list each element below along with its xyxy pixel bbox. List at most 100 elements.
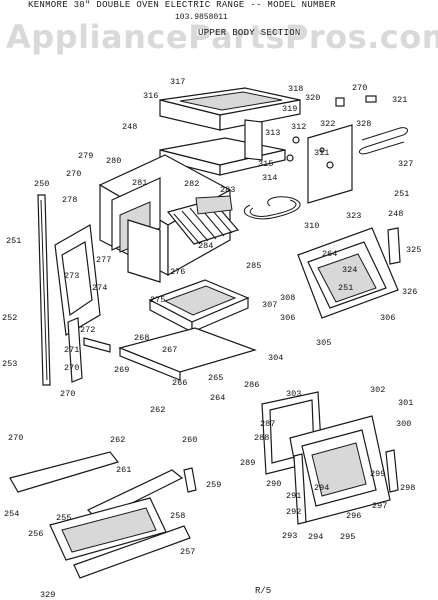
callout-273: 273 — [64, 271, 79, 281]
part-broil-element — [359, 127, 408, 155]
part-door-handle — [385, 449, 399, 493]
callout-290: 290 — [266, 479, 281, 489]
callout-259: 259 — [206, 480, 221, 490]
callout-313: 313 — [265, 128, 280, 138]
diagram-title: KENMORE 30" DOUBLE OVEN ELECTRIC RANGE -… — [28, 0, 336, 10]
callout-320: 320 — [305, 93, 320, 103]
part-small-bracket — [183, 467, 197, 493]
part-side-rail — [37, 194, 51, 386]
part-drawer-tray — [118, 327, 257, 381]
callout-264: 264 — [322, 249, 337, 259]
part-oven-liner-panel — [127, 219, 161, 283]
callout-285: 285 — [246, 261, 261, 271]
callout-319: 319 — [282, 104, 297, 114]
callout-270: 270 — [66, 169, 81, 179]
part-lower-door — [289, 415, 391, 525]
callout-274: 274 — [92, 283, 107, 293]
part-bake-element — [243, 196, 301, 220]
callout-300: 300 — [396, 419, 411, 429]
callout-310: 310 — [304, 221, 319, 231]
callout-299: 299 — [370, 469, 385, 479]
callout-296: 296 — [346, 511, 361, 521]
callout-314: 314 — [262, 173, 277, 183]
callout-280: 280 — [106, 156, 121, 166]
callout-318: 318 — [288, 84, 303, 94]
callout-272: 272 — [80, 325, 95, 335]
callout-316: 316 — [143, 91, 158, 101]
callout-306: 306 — [280, 313, 295, 323]
callout-257: 257 — [180, 547, 195, 557]
callout-286: 286 — [244, 380, 259, 390]
callout-304: 304 — [268, 353, 283, 363]
callout-306: 306 — [380, 313, 395, 323]
callout-292: 292 — [286, 507, 301, 517]
callout-256: 256 — [28, 529, 43, 539]
callout-329: 329 — [40, 590, 55, 600]
callout-248: 248 — [388, 209, 403, 219]
callout-250: 250 — [34, 179, 49, 189]
callout-261: 261 — [116, 465, 131, 475]
callout-312: 312 — [291, 122, 306, 132]
callout-265: 265 — [208, 373, 223, 383]
callout-262: 262 — [150, 405, 165, 415]
callout-276: 276 — [170, 267, 185, 277]
callout-302: 302 — [370, 385, 385, 395]
callout-317: 317 — [170, 77, 185, 87]
callout-283: 283 — [220, 185, 235, 195]
callout-305: 305 — [316, 338, 331, 348]
callout-251: 251 — [338, 283, 353, 293]
callout-264: 264 — [210, 393, 225, 403]
callout-293: 293 — [282, 531, 297, 541]
callout-297: 297 — [372, 501, 387, 511]
callout-248: 248 — [122, 122, 137, 132]
part-kick-plate — [73, 525, 191, 579]
part-trim-strip — [9, 451, 120, 493]
callout-278: 278 — [62, 195, 77, 205]
callout-252: 252 — [2, 313, 17, 323]
callout-303: 303 — [286, 389, 301, 399]
part-small-hardware — [286, 95, 377, 162]
callout-295: 295 — [340, 532, 355, 542]
callout-260: 260 — [182, 435, 197, 445]
callout-262: 262 — [110, 435, 125, 445]
part-oven-rack — [166, 195, 240, 245]
callout-251: 251 — [6, 236, 21, 246]
callout-307: 307 — [262, 300, 277, 310]
callout-325: 325 — [406, 245, 421, 255]
callout-294: 294 — [314, 483, 329, 493]
callout-277: 277 — [96, 255, 111, 265]
callout-311: 311 — [314, 148, 329, 158]
callout-270: 270 — [8, 433, 23, 443]
callout-322: 322 — [320, 119, 335, 129]
section-title: UPPER BODY SECTION — [198, 28, 301, 38]
callout-327: 327 — [398, 159, 413, 169]
part-bracket — [67, 317, 111, 383]
callout-324: 324 — [342, 265, 357, 275]
part-lower-oven-frame — [297, 227, 399, 319]
callout-275: 275 — [150, 295, 165, 305]
watermark: AppliancePartsPros.com — [6, 18, 438, 56]
callout-301: 301 — [398, 398, 413, 408]
part-rear-panel — [307, 124, 353, 204]
callout-279: 279 — [78, 151, 93, 161]
callout-291: 291 — [286, 491, 301, 501]
part-cooktop-frame — [159, 87, 301, 131]
part-broiler-pan — [148, 279, 250, 333]
part-side-panel — [54, 224, 101, 336]
callout-287: 287 — [260, 419, 275, 429]
model-number: 103.9858011 — [175, 13, 228, 22]
callout-269: 269 — [114, 365, 129, 375]
callout-270: 270 — [352, 83, 367, 93]
callout-315: 315 — [258, 159, 273, 169]
callout-284: 284 — [198, 241, 213, 251]
part-oven-top — [159, 119, 286, 176]
callout-294: 294 — [308, 532, 323, 542]
callout-251: 251 — [394, 189, 409, 199]
callout-288: 288 — [254, 433, 269, 443]
callout-253: 253 — [2, 359, 17, 369]
revision-label: R/5 — [255, 586, 272, 596]
callout-328: 328 — [356, 119, 371, 129]
callout-282: 282 — [184, 179, 199, 189]
part-side-bracket — [387, 227, 401, 265]
